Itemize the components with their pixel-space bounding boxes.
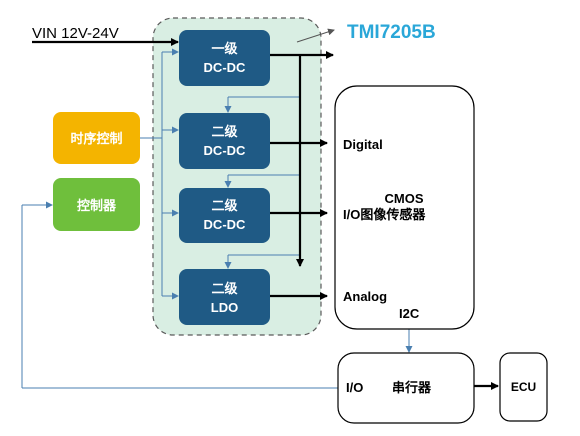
- controller-block: 控制器: [53, 178, 140, 231]
- feed-lines: [224, 96, 300, 269]
- power-rails: [270, 51, 499, 390]
- ldo-block: 二级 LDO: [179, 269, 270, 325]
- cmos-label: CMOS: [385, 191, 424, 206]
- svg-text:DC-DC: DC-DC: [204, 217, 246, 232]
- input-label: VIN 12V-24V: [32, 25, 119, 42]
- dcdc2-block: 二级 DC-DC: [179, 113, 270, 169]
- digital-label: Digital: [343, 137, 383, 152]
- serializer-label: 串行器: [392, 380, 432, 395]
- ecu-block: ECU: [499, 352, 548, 422]
- dcdc1-block: 一级 DC-DC: [179, 30, 270, 86]
- serializer-io-label: I/O: [346, 380, 363, 395]
- svg-text:二级: 二级: [211, 198, 238, 213]
- dcdc3-block: 二级 DC-DC: [179, 188, 270, 243]
- svg-text:一级: 一级: [211, 41, 238, 56]
- svg-text:LDO: LDO: [211, 300, 238, 315]
- svg-text:时序控制: 时序控制: [70, 131, 122, 146]
- cmos-sensor-block: Digital CMOS I/O图像传感器 Analog I2C: [334, 85, 475, 330]
- svg-text:DC-DC: DC-DC: [204, 143, 246, 158]
- control-bus: [21, 48, 413, 389]
- chip-name: TMI7205B: [347, 22, 436, 43]
- i2c-label: I2C: [399, 306, 420, 321]
- analog-label: Analog: [343, 289, 387, 304]
- svg-text:ECU: ECU: [511, 380, 536, 394]
- svg-text:控制器: 控制器: [77, 198, 117, 213]
- svg-text:二级: 二级: [211, 281, 238, 296]
- svg-text:DC-DC: DC-DC: [204, 60, 246, 75]
- timing-control-block: 时序控制: [53, 112, 140, 164]
- svg-text:二级: 二级: [211, 124, 238, 139]
- serializer-block: I/O 串行器: [337, 352, 475, 424]
- chip-name-pointer: [296, 28, 335, 43]
- sensor-io-label: I/O图像传感器: [343, 207, 426, 222]
